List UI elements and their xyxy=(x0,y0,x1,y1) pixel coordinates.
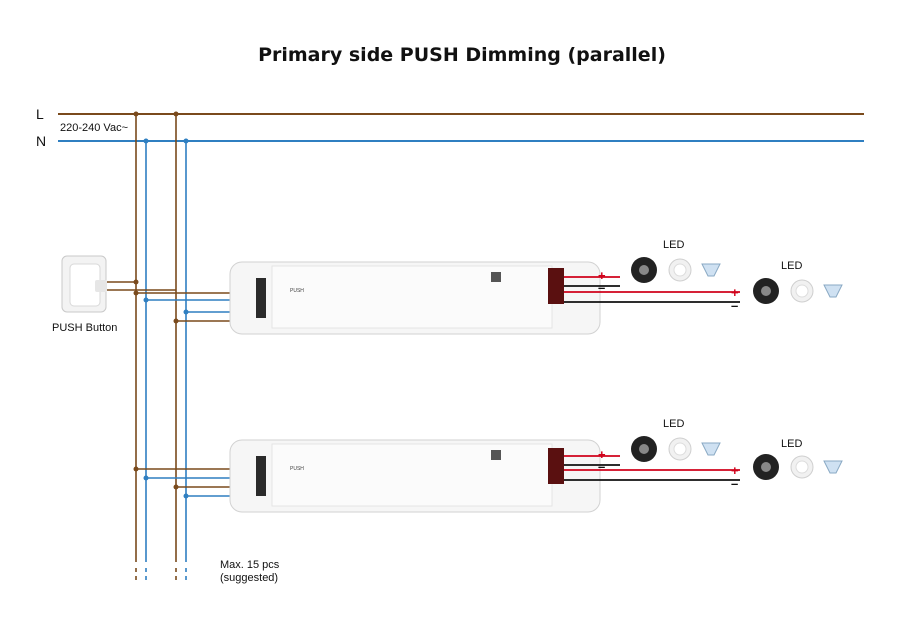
plus-sign: + xyxy=(598,447,606,462)
minus-sign: – xyxy=(598,459,605,474)
plus-sign: + xyxy=(598,268,606,283)
led-strip-icon xyxy=(631,257,657,283)
led-label: LED xyxy=(781,438,802,450)
led-label: LED xyxy=(663,418,684,430)
spotlight-icon xyxy=(701,442,721,456)
plus-sign: + xyxy=(731,285,739,300)
downlight-icon xyxy=(790,455,814,479)
minus-sign: – xyxy=(598,280,605,295)
qr-code-icon xyxy=(491,272,501,282)
driver-1-output-wires xyxy=(564,276,740,303)
led-driver-2: PUSH xyxy=(229,439,601,513)
line-label: L xyxy=(36,106,44,122)
svg-text:PUSH: PUSH xyxy=(290,288,304,294)
svg-text:PUSH: PUSH xyxy=(290,466,304,472)
output-terminal-block xyxy=(548,448,564,484)
max-quantity-label: Max. 15 pcs xyxy=(220,559,280,571)
input-terminal-block xyxy=(256,278,266,318)
max-quantity-note: (suggested) xyxy=(220,572,278,584)
led-strip-icon xyxy=(753,454,779,480)
minus-sign: – xyxy=(731,298,738,313)
output-terminal-block xyxy=(548,268,564,304)
spotlight-icon xyxy=(823,460,843,474)
bus-wires xyxy=(133,111,189,584)
push-button-icon xyxy=(61,255,107,313)
led-driver-1: PUSH xyxy=(229,261,601,335)
driver-2-output-wires xyxy=(564,455,740,481)
plus-sign: + xyxy=(731,463,739,478)
led-label: LED xyxy=(663,239,684,251)
spotlight-icon xyxy=(823,284,843,298)
push-button-wires xyxy=(107,279,176,291)
led-strip-icon xyxy=(631,436,657,462)
neutral-label: N xyxy=(36,133,46,149)
downlight-icon xyxy=(790,279,814,303)
diagram-title: Primary side PUSH Dimming (parallel) xyxy=(258,44,666,66)
push-button-label: PUSH Button xyxy=(52,322,117,334)
spotlight-icon xyxy=(701,263,721,277)
downlight-icon xyxy=(668,258,692,282)
downlight-icon xyxy=(668,437,692,461)
qr-code-icon xyxy=(491,450,501,460)
input-terminal-block xyxy=(256,456,266,496)
led-label: LED xyxy=(781,260,802,272)
voltage-label: 220-240 Vac~ xyxy=(60,122,128,134)
led-strip-icon xyxy=(753,278,779,304)
minus-sign: – xyxy=(731,476,738,491)
